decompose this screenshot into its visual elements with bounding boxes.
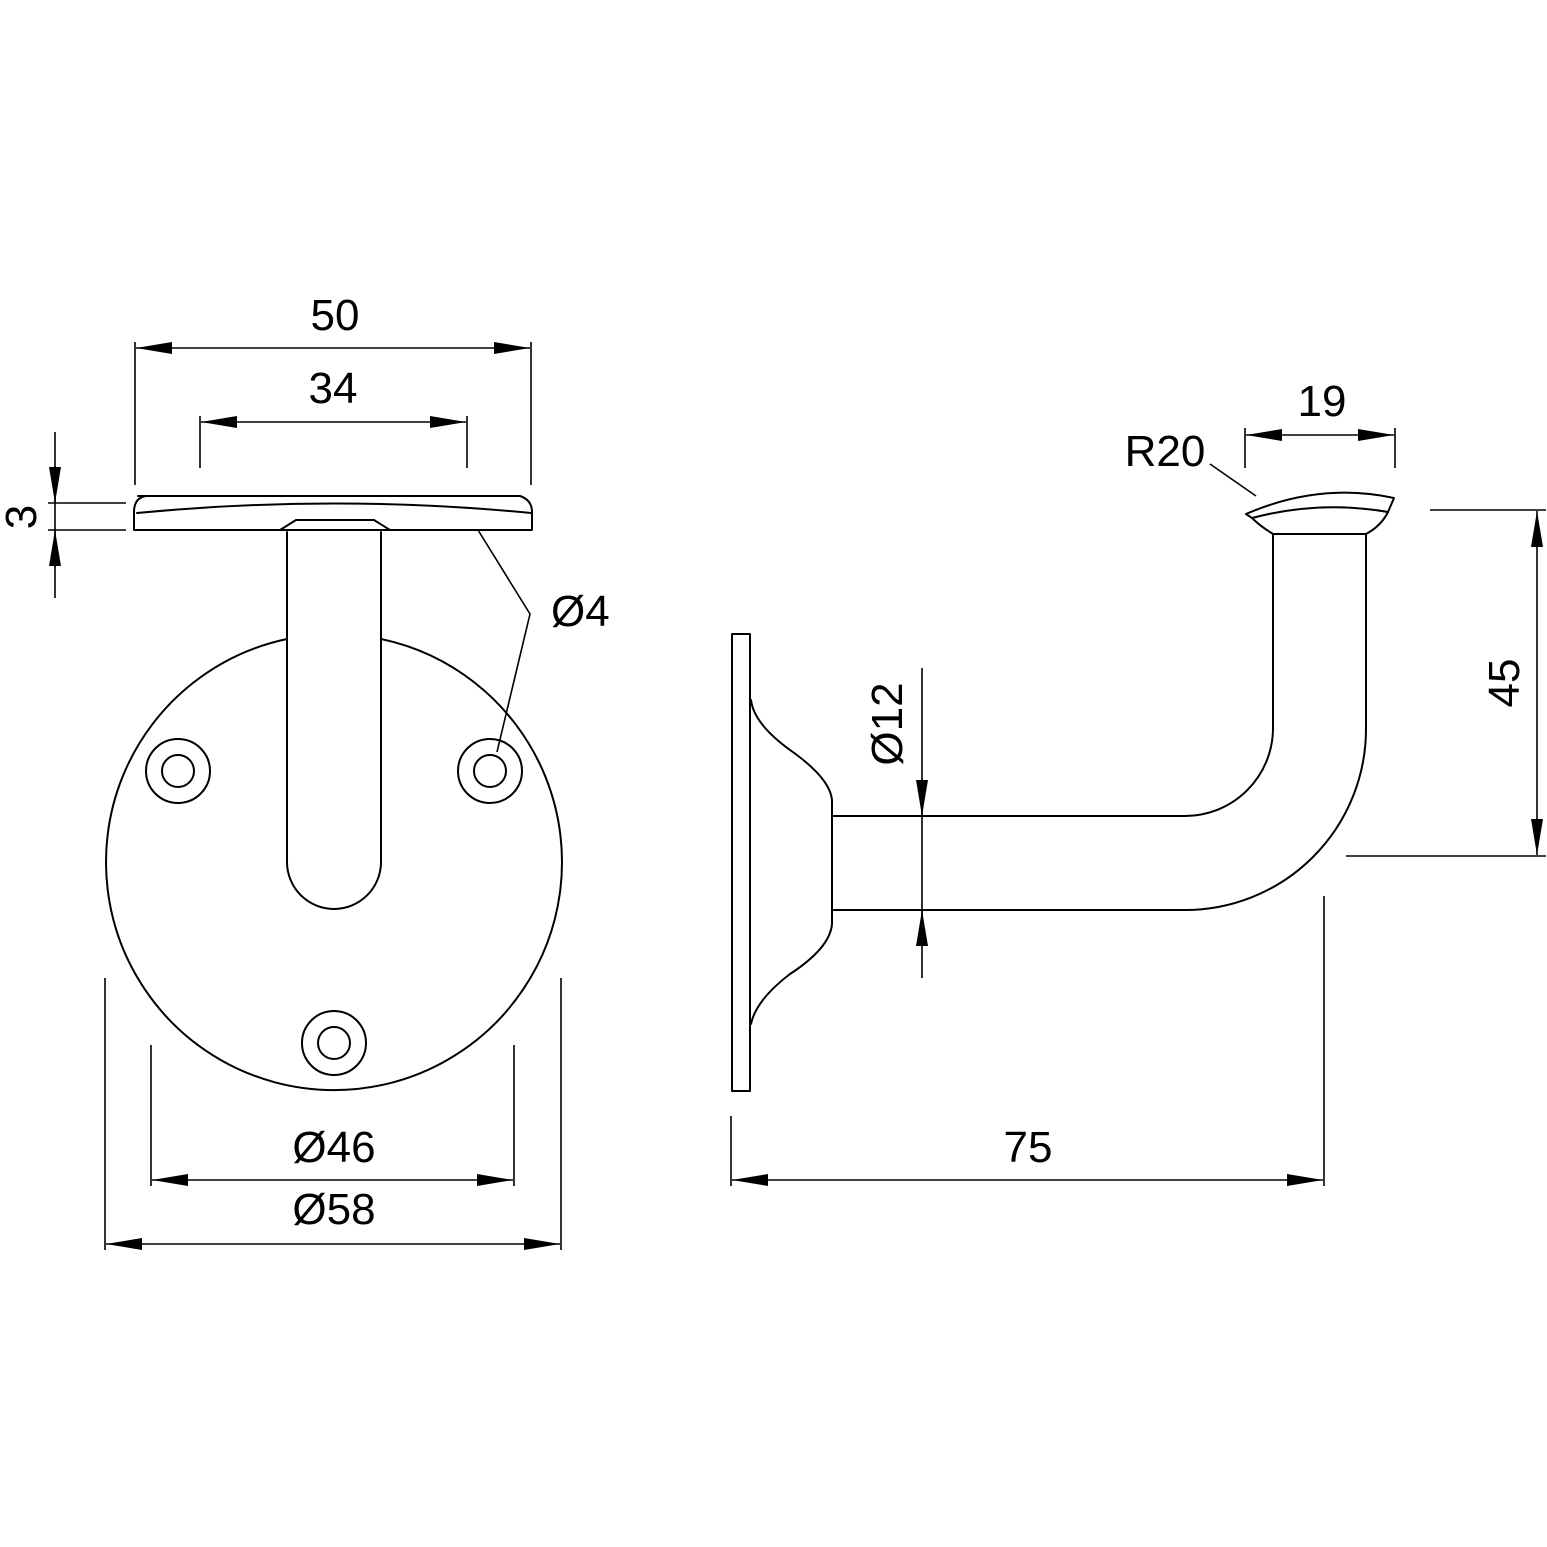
saddle-neck bbox=[279, 519, 391, 531]
dim-hole-spacing-label: 34 bbox=[309, 364, 358, 413]
side-view: Ø12 R20 19 45 75 bbox=[730, 377, 1546, 1186]
bent-rod-outer bbox=[831, 533, 1367, 911]
dim-bolt-circle: Ø46 bbox=[150, 1045, 515, 1186]
saddle-top bbox=[1245, 491, 1395, 535]
mounting-hole-bottom bbox=[301, 1010, 367, 1076]
flange bbox=[750, 699, 833, 1025]
dim-saddle-radius: R20 bbox=[1125, 427, 1257, 497]
dim-height-label: 45 bbox=[1480, 659, 1529, 708]
saddle-top-curve bbox=[1251, 506, 1389, 519]
dim-plate-width: 50 bbox=[134, 291, 532, 485]
dim-rod-diameter: Ø12 bbox=[863, 668, 928, 978]
dim-height: 45 bbox=[1346, 509, 1546, 857]
dim-base-diameter: Ø58 bbox=[104, 978, 562, 1250]
dim-rod-diameter-label: Ø12 bbox=[863, 682, 912, 765]
dim-plate-thickness-label: 3 bbox=[0, 505, 46, 529]
dim-bolt-circle-label: Ø46 bbox=[292, 1123, 375, 1172]
saddle-plate bbox=[133, 495, 533, 531]
dim-hole-diameter-label: Ø4 bbox=[551, 587, 610, 636]
dim-base-diameter-label: Ø58 bbox=[292, 1185, 375, 1234]
base-disc bbox=[105, 638, 563, 1092]
dim-projection-label: 75 bbox=[1004, 1123, 1053, 1172]
dim-projection: 75 bbox=[730, 896, 1325, 1186]
front-view: 50 34 3 Ø4 Ø46 bbox=[0, 291, 610, 1250]
mounting-hole-left bbox=[145, 738, 211, 804]
wall-plate bbox=[731, 633, 751, 1092]
dim-saddle-radius-label: R20 bbox=[1125, 427, 1206, 476]
dim-plate-thickness: 3 bbox=[0, 432, 126, 598]
stem bbox=[286, 531, 382, 910]
saddle-plate-curve bbox=[136, 502, 532, 514]
mounting-hole-right bbox=[457, 738, 523, 804]
dim-saddle-width: 19 bbox=[1244, 377, 1396, 468]
bent-rod-inner bbox=[831, 533, 1274, 817]
dim-hole-spacing: 34 bbox=[199, 364, 468, 468]
dim-plate-width-label: 50 bbox=[311, 291, 360, 340]
dim-saddle-width-label: 19 bbox=[1298, 377, 1347, 426]
dim-hole-diameter: Ø4 bbox=[477, 529, 610, 753]
